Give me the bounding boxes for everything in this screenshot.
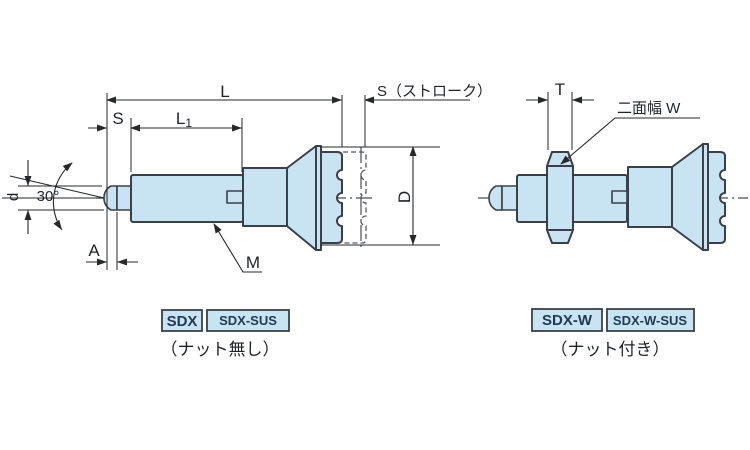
dimension-A: A — [86, 241, 138, 266]
plunger-pin — [501, 185, 518, 211]
dimension-T: T — [526, 80, 594, 104]
left-model-labels: SDX SDX-SUS （ナット無し） — [161, 309, 290, 359]
dim-W-label: 二面幅 W — [617, 100, 681, 117]
knob-grip — [320, 151, 343, 244]
knob-hub — [627, 166, 673, 228]
right-caption: （ナット付き） — [551, 340, 670, 359]
right-model-labels: SDX-W SDX-W-SUS （ナット付き） — [531, 308, 695, 359]
right-view: T 二面幅 W SDX-W SDX-W-SUS （ナット付き） — [478, 80, 748, 359]
dim-L1-label: L1 — [176, 109, 192, 130]
callout-width-across-flats: 二面幅 W — [560, 100, 700, 165]
dim-A-label: A — [88, 241, 100, 260]
dim-D-label: D — [395, 191, 414, 203]
knob-pulled-outline — [343, 147, 367, 249]
left-caption: （ナット無し） — [161, 340, 280, 359]
dimension-S-stroke: S（ストローク） — [364, 83, 492, 104]
badge-sdx-sus — [206, 309, 290, 332]
dim-L-label: L — [220, 82, 229, 101]
callout-M: M — [213, 223, 262, 273]
dim-M-label: M — [246, 253, 260, 272]
dimension-D: D — [395, 146, 417, 245]
dimension-d: d — [5, 160, 32, 234]
dim-S-stroke-label: S（ストローク） — [377, 83, 492, 100]
badge-sdx-w-label: SDX-W — [542, 312, 593, 329]
dimension-S: S — [88, 109, 124, 132]
dim-d-label: d — [5, 193, 22, 201]
badge-sdx — [161, 309, 203, 332]
pin-tip — [488, 185, 503, 211]
knob-grip — [707, 151, 726, 244]
extension-lines — [547, 92, 573, 150]
badge-sdx-w-sus — [606, 308, 695, 332]
dimension-L: L — [106, 82, 342, 104]
locking-pin — [611, 190, 628, 204]
pin-tip — [103, 185, 118, 211]
knob-cone — [671, 143, 704, 251]
badge-sdx-w-sus-label: SDX-W-SUS — [613, 313, 687, 328]
dimension-L1: L1 — [130, 109, 242, 132]
locking-pin — [226, 190, 244, 204]
badge-sdx-label: SDX — [167, 313, 198, 330]
knob-cone — [286, 145, 317, 251]
badge-sdx-sus-label: SDX-SUS — [219, 313, 277, 328]
dim-angle-label: 30° — [37, 188, 60, 205]
left-view: L S（ストローク） S L1 d 30° — [2, 82, 492, 359]
plunger-pin — [116, 185, 132, 211]
knob-hub — [242, 167, 288, 227]
dimension-angle-30: 30° — [2, 162, 105, 231]
hex-nut — [546, 151, 574, 244]
badge-sdx-w — [531, 308, 603, 332]
dim-S-label: S — [112, 109, 123, 128]
dim-T-label: T — [555, 80, 565, 99]
